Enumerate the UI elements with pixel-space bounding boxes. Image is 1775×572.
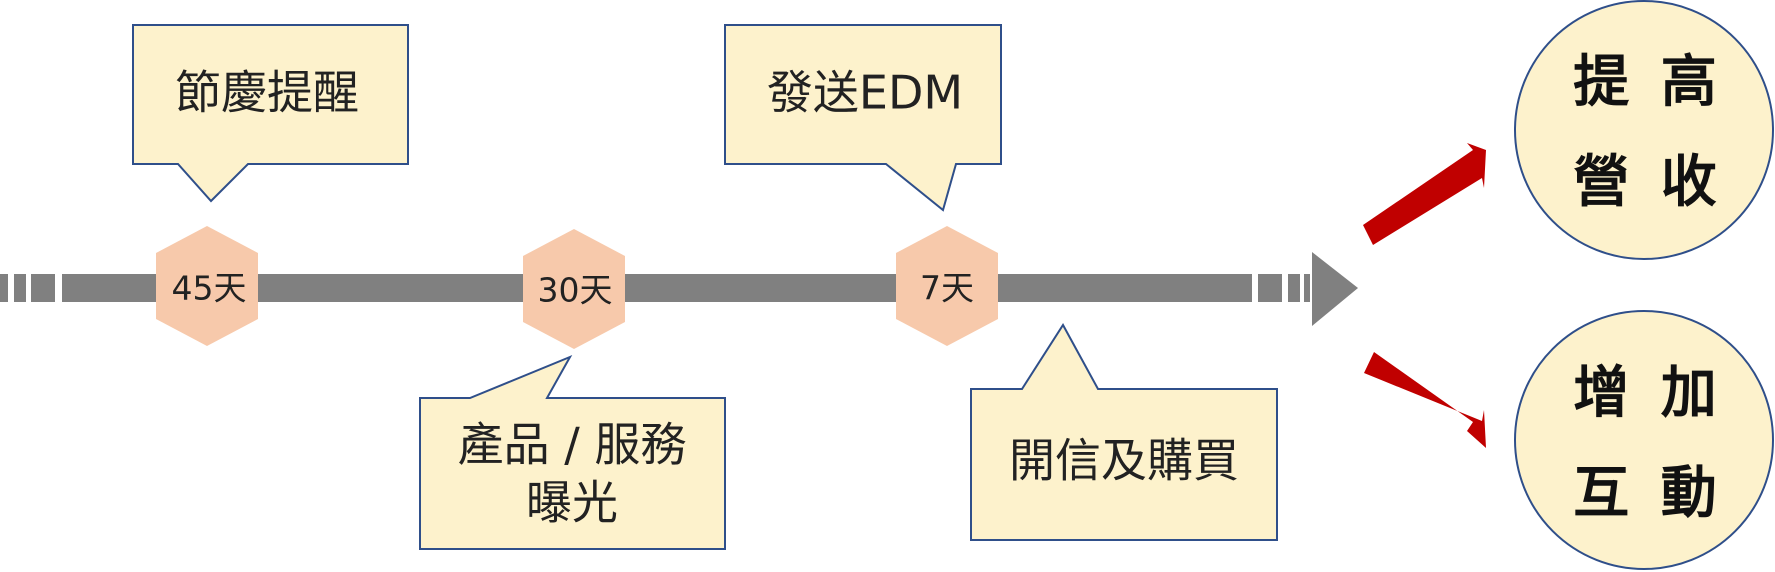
outcome-text-line: 營 收 — [1573, 150, 1723, 215]
callout-product-exposure: 產品 / 服務 曝光 — [419, 354, 726, 550]
outcome-increase-interaction: 增 加 互 動 — [1514, 310, 1774, 570]
callout-text-line: 曝光 — [526, 476, 618, 530]
callout-open-and-purchase: 開信及購買 — [970, 323, 1278, 541]
callout-text-line: 產品 / 服務 — [458, 418, 687, 472]
arrow-up-right-icon — [1363, 143, 1486, 245]
timeline-dash — [1258, 274, 1282, 302]
milestone-30-days: 30天 — [523, 229, 625, 349]
timeline-dash — [0, 274, 8, 302]
outcome-text-line: 互 動 — [1573, 461, 1723, 526]
callout-holiday-reminder: 節慶提醒 — [132, 24, 409, 203]
callout-bubble — [724, 24, 1002, 212]
timeline-dash — [1288, 274, 1300, 302]
milestone-45-days: 45天 — [156, 226, 258, 346]
milestone-label: 7天 — [920, 269, 974, 308]
milestone-hexagon — [896, 226, 998, 346]
timeline-dash — [1304, 274, 1310, 302]
callout-text-line: 節慶提醒 — [175, 66, 359, 120]
timeline-dash — [31, 274, 55, 302]
timeline-arrowhead — [1312, 252, 1358, 326]
milestone-hexagon — [523, 229, 625, 349]
callout-send-edm: 發送EDM — [724, 24, 1002, 212]
outcome-circle — [1514, 0, 1774, 260]
callout-bubble — [419, 354, 726, 550]
callout-text-line: 開信及購買 — [1009, 434, 1239, 488]
outcome-text-line: 增 加 — [1573, 361, 1723, 426]
callout-text-line: 發送EDM — [767, 66, 963, 120]
milestone-hexagon — [156, 226, 258, 346]
callout-bubble — [132, 24, 409, 203]
outcome-circle — [1514, 310, 1774, 570]
milestone-label: 45天 — [172, 269, 247, 308]
outcome-increase-revenue: 提 高 營 收 — [1514, 0, 1774, 260]
milestone-7-days: 7天 — [896, 226, 998, 346]
timeline-main-segment — [62, 274, 1252, 302]
arrow-down-right-icon — [1364, 352, 1486, 448]
callout-bubble — [970, 323, 1278, 541]
timeline-dash — [14, 274, 26, 302]
outcome-text-line: 提 高 — [1573, 50, 1723, 115]
milestone-label: 30天 — [538, 271, 613, 310]
timeline-bar — [0, 252, 1358, 326]
